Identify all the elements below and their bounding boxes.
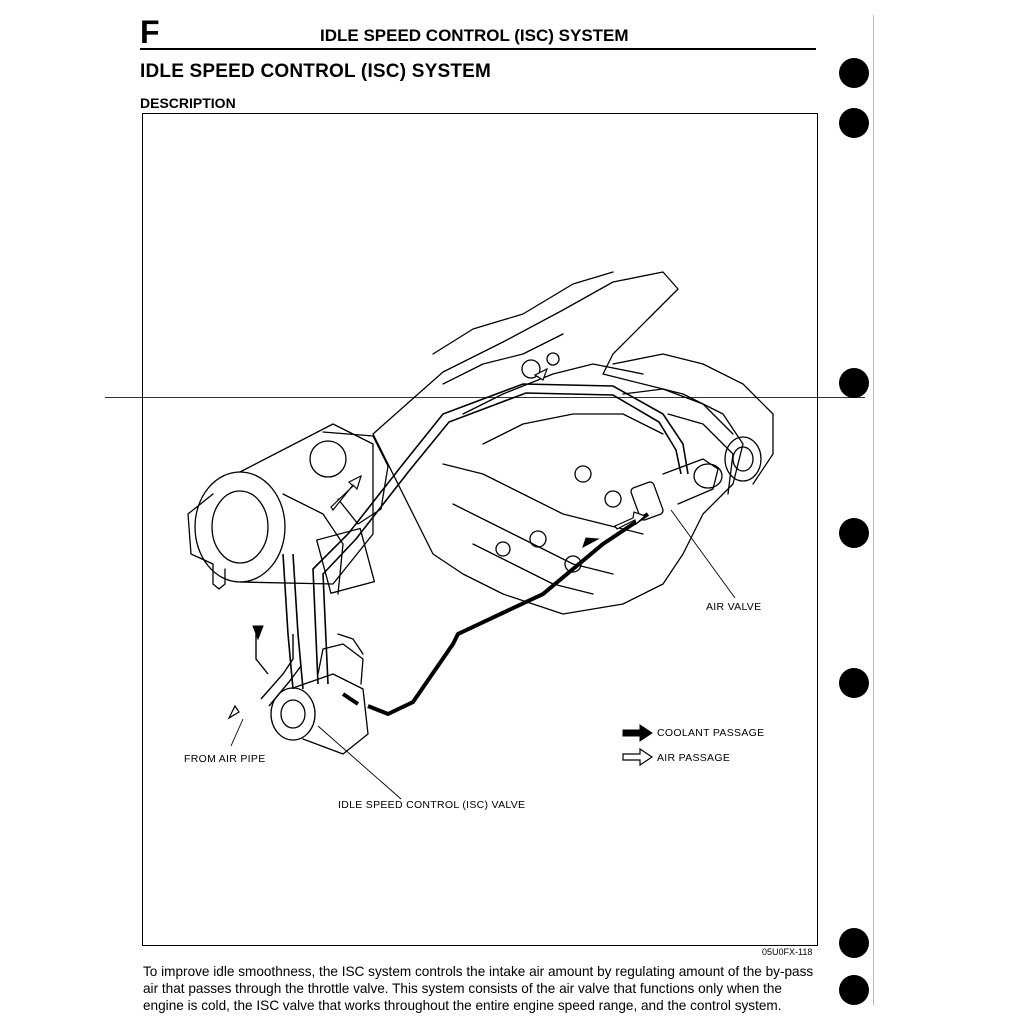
- from-air-pipe-hose: [260, 634, 294, 700]
- page-title: IDLE SPEED CONTROL (ISC) SYSTEM: [140, 61, 492, 82]
- air-valve: [630, 481, 664, 521]
- air-flow-arrow: [330, 474, 362, 512]
- air-flow-arrow: [227, 704, 240, 720]
- throttle-body: [194, 471, 286, 583]
- binder-hole: [839, 368, 869, 398]
- air-flow-arrow: [614, 511, 647, 530]
- figure-frame: AIR VALVE FROM AIR PIPE IDLE SPEED CONTR…: [142, 113, 818, 946]
- header-rule: [140, 48, 816, 50]
- coolant-hose: [367, 512, 650, 717]
- coolant-passage-legend: COOLANT PASSAGE: [657, 727, 765, 739]
- binder-hole: [839, 58, 869, 88]
- figure-code: 05U0FX-118: [762, 947, 813, 957]
- binder-hole: [839, 108, 869, 138]
- section-heading: DESCRIPTION: [140, 95, 236, 111]
- from-air-pipe-leader: [230, 718, 244, 747]
- air-valve-label: AIR VALVE: [706, 601, 762, 613]
- body-paragraph: To improve idle smoothness, the ISC syst…: [143, 964, 814, 1013]
- running-header-title: IDLE SPEED CONTROL (ISC) SYSTEM: [320, 26, 629, 45]
- isc-valve-label: IDLE SPEED CONTROL (ISC) VALVE: [338, 799, 526, 811]
- binder-hole: [839, 518, 869, 548]
- intake-manifold: [372, 271, 744, 615]
- isc-system-diagram: [187, 271, 774, 800]
- binder-hole: [839, 975, 869, 1005]
- coolant-flow-arrow: [582, 537, 600, 549]
- air-bypass-hose: [282, 553, 294, 690]
- section-letter: F: [140, 14, 160, 50]
- air-valve-leader: [670, 509, 736, 599]
- binder-hole: [839, 668, 869, 698]
- coolant-legend-arrow: [622, 724, 653, 742]
- from-air-pipe-label: FROM AIR PIPE: [184, 753, 266, 765]
- air-legend-arrow: [622, 747, 654, 767]
- air-flow-arrow: [533, 367, 549, 381]
- isc-valve-leader: [317, 725, 402, 800]
- binder-hole: [839, 928, 869, 958]
- air-passage-legend: AIR PASSAGE: [657, 752, 731, 764]
- coolant-flow-arrow: [252, 625, 264, 641]
- binding-margin-line: [873, 15, 874, 1005]
